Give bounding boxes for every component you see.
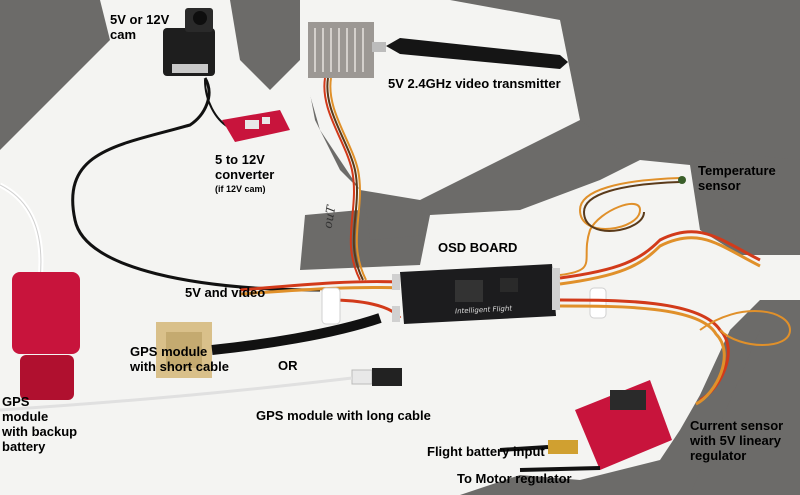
label-flight-battery: Flight battery input [427, 444, 545, 459]
label-osd-board: OSD BOARD [438, 240, 518, 255]
current-sensor-board [548, 380, 672, 470]
label-temperature-sensor: Temperature sensor [698, 163, 776, 193]
label-gps-backup-battery: GPS module with backup battery [2, 394, 78, 454]
battery-wire [499, 445, 549, 452]
gray-region-bottom-right [690, 330, 800, 495]
converter-board [222, 110, 290, 142]
label-transmitter: 5V 2.4GHz video transmitter [388, 76, 561, 91]
gray-region-right-top [580, 0, 800, 160]
label-or: OR [278, 358, 298, 373]
cable-clip [589, 287, 607, 319]
gps-short-module [156, 322, 212, 378]
antenna [386, 38, 568, 69]
gps-short-cable [211, 313, 382, 355]
harness-left [239, 280, 401, 292]
camera [163, 8, 215, 76]
temperature-sensor-tip [678, 176, 686, 184]
motor-wire [519, 466, 601, 472]
label-converter: 5 to 12V converter [215, 152, 275, 182]
cable-clip [321, 287, 341, 325]
video-transmitter [308, 22, 386, 78]
label-gps-short-cable: GPS module with short cable [130, 344, 229, 374]
camera-cable [71, 77, 321, 292]
label-motor-regulator: To Motor regulator [457, 471, 572, 486]
gray-region-left [0, 0, 110, 150]
label-converter-note: (if 12V cam) [215, 184, 266, 194]
gps-long-connector [351, 368, 402, 386]
label-current-sensor: Current sensor with 5V lineary regulator [690, 418, 784, 463]
label-camera: 5V or 12V cam [110, 12, 170, 42]
transmitter-cable [323, 77, 361, 281]
label-gps-long-cable: GPS module with long cable [256, 408, 431, 423]
gray-region-right [720, 200, 800, 250]
current-sensor-loop [699, 310, 792, 346]
gps-backup-module [12, 272, 80, 400]
gray-region-top-middle [230, 0, 300, 90]
gray-region-center [365, 200, 425, 240]
label-5v-and-video: 5V and video [185, 285, 266, 300]
temperature-sensor-cable [559, 177, 681, 276]
harness-right [559, 230, 761, 280]
osd-board [392, 264, 560, 324]
